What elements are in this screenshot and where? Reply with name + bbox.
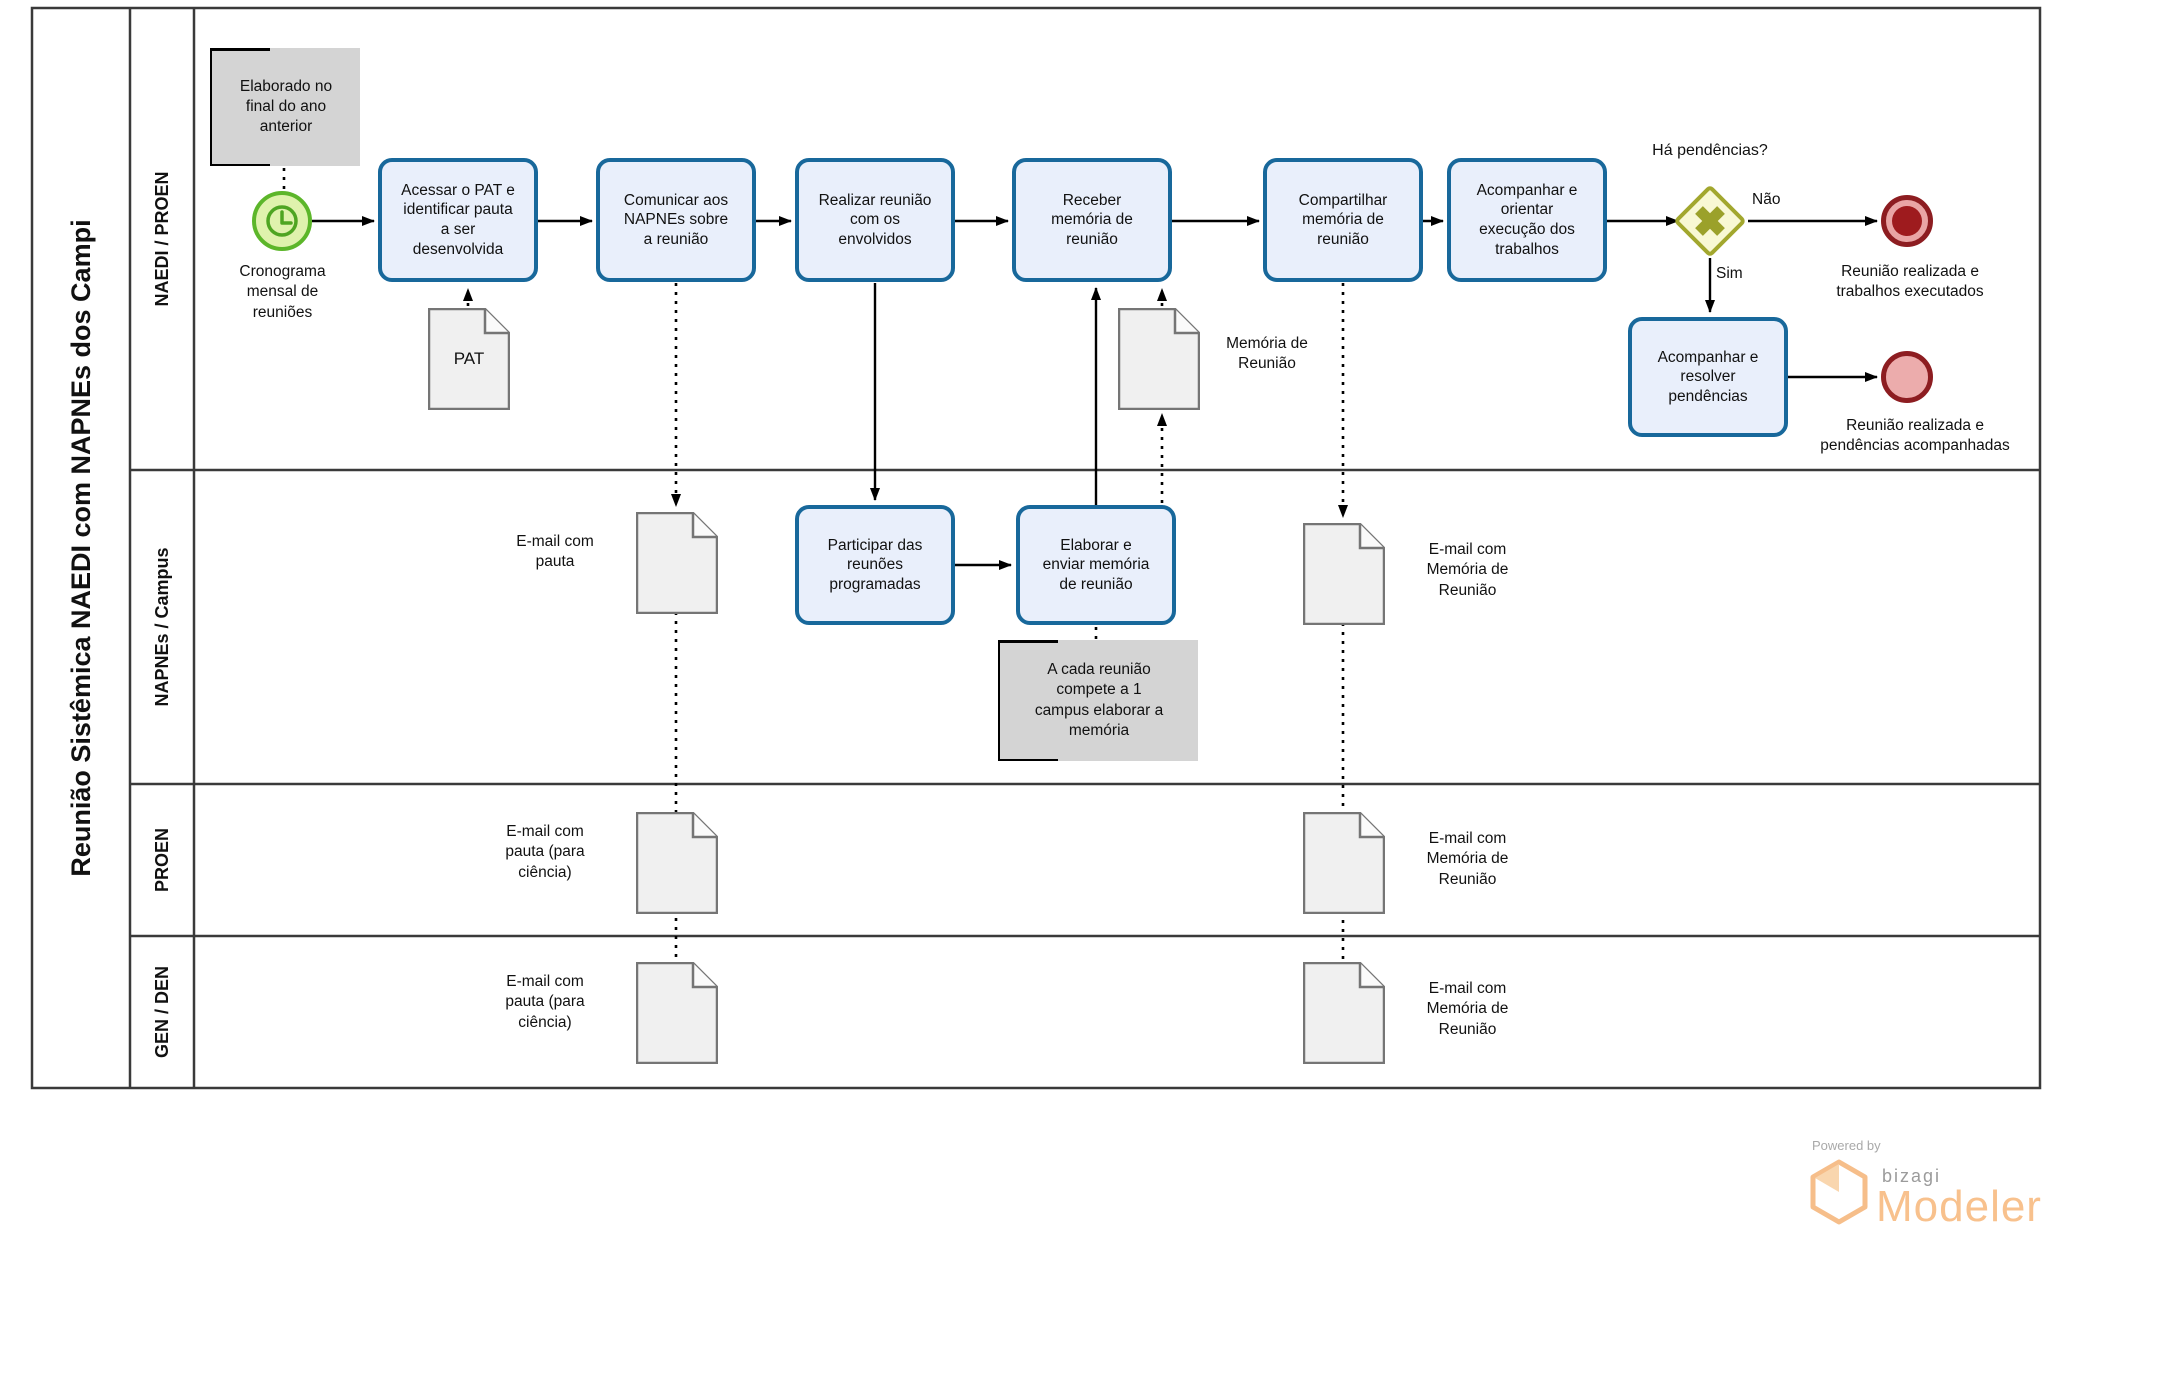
modeler-brand-text: Modeler <box>1876 1182 2042 1231</box>
lane-label-gen-den[interactable]: GEN / DEN <box>151 966 172 1059</box>
powered-by-text: Powered by <box>1812 1138 1881 1153</box>
document-icon <box>1302 961 1386 1065</box>
lane-label-naedi-proen[interactable]: NAEDI / PROEN <box>151 171 172 307</box>
document-email-memoria-gen-label: E-mail com Memória de Reunião <box>1426 980 1509 1038</box>
document-icon <box>427 307 511 411</box>
document-memoria-label: Memória de Reunião <box>1226 335 1308 373</box>
document-email-pauta-label: E-mail com pauta <box>516 533 594 571</box>
document-icon <box>1302 522 1386 626</box>
document-email-pauta-ciencia-proen[interactable] <box>635 811 719 919</box>
gateway-x-icon <box>1695 206 1725 236</box>
document-email-pauta-ciencia-proen-label: E-mail com pauta (para ciência) <box>505 823 585 881</box>
timer-start-event[interactable] <box>252 191 312 251</box>
terminate-core <box>1892 206 1922 236</box>
task-compartilhar-memoria[interactable]: Compartilhar memória de reunião <box>1263 158 1423 282</box>
document-email-memoria-campus-label: E-mail com Memória de Reunião <box>1426 541 1509 599</box>
document-icon <box>1302 811 1386 915</box>
bizagi-hexagon-icon <box>1810 1159 1868 1225</box>
annotation-cada-reuniao[interactable]: A cada reunião compete a 1 campus elabor… <box>998 640 1198 761</box>
document-icon <box>1117 307 1201 411</box>
clock-icon <box>266 205 298 237</box>
gateway-question-label: Há pendências? <box>1652 142 1768 159</box>
task-acompanhar-orientar[interactable]: Acompanhar e orientar execução dos traba… <box>1447 158 1607 282</box>
document-pat[interactable] <box>427 307 511 415</box>
task-realizar-reuniao[interactable]: Realizar reunião com os envolvidos <box>795 158 955 282</box>
bizagi-brand-text: bizagi <box>1882 1166 1942 1186</box>
end-label-trabalhos: Reunião realizada e trabalhos executados <box>1836 263 1984 301</box>
annotation-elaborado[interactable]: Elaborado no final do ano anterior <box>210 48 360 166</box>
document-icon <box>635 961 719 1065</box>
document-memoria-reuniao[interactable] <box>1117 307 1201 415</box>
document-email-pauta-ciencia-gen[interactable] <box>635 961 719 1069</box>
associations <box>282 168 1348 1000</box>
end-label-pendencias: Reunião realizada e pendências acompanha… <box>1820 417 2010 455</box>
task-participar-reunioes[interactable]: Participar das reunões programadas <box>795 505 955 625</box>
document-icon <box>635 511 719 615</box>
task-elaborar-memoria[interactable]: Elaborar e enviar memória de reunião <box>1016 505 1176 625</box>
start-event-label: Cronograma mensal de reuniões <box>239 263 326 321</box>
end-event-terminate[interactable] <box>1881 195 1933 247</box>
sequence-flows <box>312 216 1878 570</box>
document-email-pauta[interactable] <box>635 511 719 619</box>
pool-title[interactable]: Reunião Sistêmica NAEDI com NAPNEs dos C… <box>65 219 96 877</box>
task-comunicar-napnes[interactable]: Comunicar aos NAPNEs sobre a reunião <box>596 158 756 282</box>
end-event-pendencias[interactable] <box>1881 351 1933 403</box>
pool-frame <box>30 6 2042 1090</box>
task-acompanhar-resolver[interactable]: Acompanhar e resolver pendências <box>1628 317 1788 437</box>
document-email-pauta-ciencia-gen-label: E-mail com pauta (para ciência) <box>505 973 585 1031</box>
document-email-memoria-campus[interactable] <box>1302 522 1386 630</box>
flow-label-sim: Sim <box>1716 265 1743 282</box>
document-icon <box>635 811 719 915</box>
document-email-memoria-proen[interactable] <box>1302 811 1386 919</box>
document-email-memoria-gen[interactable] <box>1302 961 1386 1069</box>
document-email-memoria-proen-label: E-mail com Memória de Reunião <box>1426 830 1509 888</box>
flow-label-nao: Não <box>1752 191 1781 208</box>
task-receber-memoria[interactable]: Receber memória de reunião <box>1012 158 1172 282</box>
task-acessar-pat[interactable]: Acessar o PAT e identificar pauta a ser … <box>378 158 538 282</box>
document-pat-label: PAT <box>453 349 485 368</box>
